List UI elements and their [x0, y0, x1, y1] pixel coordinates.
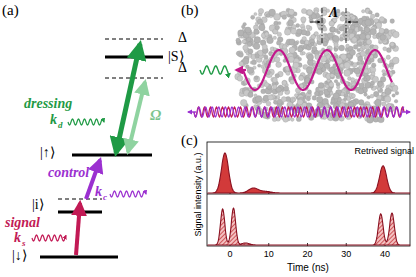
rabi-label: Ω [150, 108, 161, 123]
tick-label: 40 [380, 250, 390, 259]
state-label: |i⟩ [32, 198, 44, 212]
dressing-wave [68, 119, 104, 125]
tick-label: 0 [227, 250, 232, 259]
signal-trace [208, 153, 411, 193]
wavelength-label: Λ [329, 6, 338, 20]
wavelength-arrow [348, 22, 358, 23]
energy-level [72, 154, 152, 157]
energy-level [105, 56, 163, 59]
spin-wave-arrow [236, 69, 246, 71]
tick-label: 30 [341, 250, 351, 259]
wavelength-arrow [310, 22, 320, 23]
wavelength-marker [346, 8, 347, 44]
tick-label: 20 [302, 250, 312, 259]
panel-label: (b) [181, 3, 199, 18]
axis-title: Time (ns) [287, 263, 329, 273]
signal-wave [32, 235, 66, 241]
atomic-medium [235, 7, 400, 123]
rabi-arrow [128, 82, 145, 152]
state-label: |↓⟩ [12, 249, 27, 263]
wavevector-symbol: k [95, 185, 102, 199]
panel-label: (c) [181, 133, 198, 148]
signal-trace [208, 208, 411, 245]
control-wave [194, 107, 404, 117]
annotation: Retrived signal [354, 147, 414, 156]
dressing-wave [200, 66, 230, 74]
plot-frame [207, 142, 410, 246]
beam-label: control [48, 166, 89, 180]
wave-arrow [188, 111, 196, 112]
axis-title: Signal intensity (a.u.) [193, 152, 202, 236]
virtual-level [105, 39, 163, 40]
panel-label: (a) [2, 3, 19, 18]
wavevector-subscript: s [22, 239, 26, 248]
wavevector-symbol: k [50, 113, 57, 127]
state-label: |↑⟩ [40, 146, 55, 160]
control-wave [110, 191, 146, 197]
wavevector-subscript: d [58, 121, 63, 130]
beam-label: signal [5, 216, 40, 230]
wavevector-symbol: k [14, 231, 21, 245]
signal-arrow [76, 203, 80, 255]
signal-wave [194, 107, 404, 117]
wavelength-marker [322, 8, 323, 44]
energy-level [40, 256, 118, 259]
plot-divider [207, 194, 410, 195]
tick-label: 10 [264, 250, 274, 259]
spin-wave [243, 50, 392, 90]
detuning-label: Δ [178, 31, 187, 45]
wave-arrow [402, 111, 410, 112]
wavevector-subscript: c [103, 193, 107, 202]
beam-label: dressing [24, 97, 72, 111]
dressing-arrow [116, 44, 140, 153]
detuning-label: Δ [178, 61, 187, 75]
